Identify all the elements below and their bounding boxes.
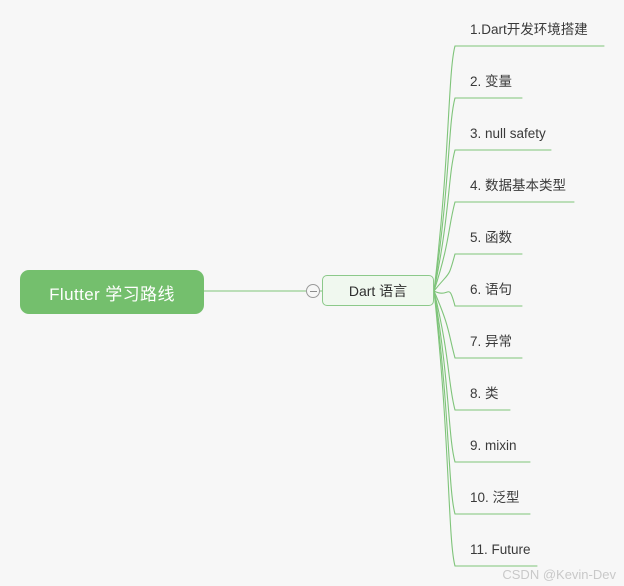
leaf-node-5[interactable]: 5. 函数	[470, 228, 512, 248]
leaf-node-3[interactable]: 3. null safety	[470, 124, 546, 144]
leaf-node-label: 11. Future	[470, 542, 531, 557]
leaf-node-6[interactable]: 6. 语句	[470, 280, 512, 300]
leaf-node-label: 9. mixin	[470, 438, 517, 453]
leaf-node-label: 2. 变量	[470, 74, 513, 89]
leaf-node-7[interactable]: 7. 异常	[470, 332, 512, 352]
leaf-node-8[interactable]: 8. 类	[470, 384, 499, 404]
leaf-node-label: 8. 类	[470, 386, 499, 401]
branch-edge-1	[433, 45, 605, 292]
leaf-node-label: 4. 数据基本类型	[470, 178, 567, 193]
node-dart-language[interactable]: Dart 语言	[322, 275, 434, 306]
watermark: CSDN @Kevin-Dev	[502, 567, 616, 582]
leaf-node-11[interactable]: 11. Future	[470, 540, 531, 560]
leaf-node-label: 3. null safety	[470, 126, 546, 141]
root-node-label: Flutter 学习路线	[49, 284, 175, 304]
leaf-node-label: 5. 函数	[470, 230, 513, 245]
leaf-node-4[interactable]: 4. 数据基本类型	[470, 176, 566, 196]
leaf-node-9[interactable]: 9. mixin	[470, 436, 517, 456]
leaf-node-label: 6. 语句	[470, 282, 513, 297]
leaf-node-label: 7. 异常	[470, 334, 513, 349]
leaf-node-label: 1.Dart开发环境搭建	[470, 22, 588, 37]
leaf-node-1[interactable]: 1.Dart开发环境搭建	[470, 20, 588, 40]
leaf-node-2[interactable]: 2. 变量	[470, 72, 512, 92]
minus-circle-icon[interactable]	[306, 284, 320, 298]
root-node[interactable]: Flutter 学习路线	[20, 270, 204, 314]
leaf-node-10[interactable]: 10. 泛型	[470, 488, 520, 508]
branch-edge-3	[433, 149, 552, 292]
node-dart-language-label: Dart 语言	[348, 282, 408, 299]
leaf-node-label: 10. 泛型	[470, 490, 520, 505]
